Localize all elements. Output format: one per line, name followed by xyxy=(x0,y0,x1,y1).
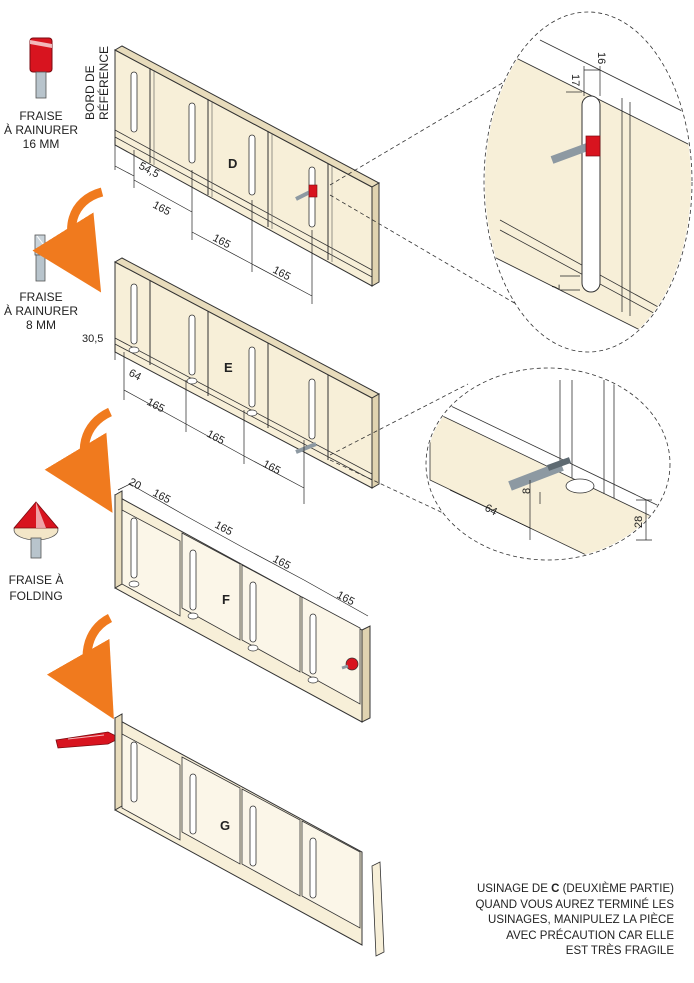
detail-top xyxy=(483,11,693,353)
panel-d xyxy=(113,45,381,287)
caption-line-2: QUAND VOUS AUREZ TERMINÉ LES xyxy=(475,898,674,911)
flow-arrow-1 xyxy=(32,187,104,293)
panel-d-letter: D xyxy=(228,156,237,171)
detail-bottom-dim-3: 28 xyxy=(633,516,645,528)
straight-router-bit-16mm-icon xyxy=(29,37,53,99)
tool-1-label-line-3: 16 MM xyxy=(23,137,60,151)
panel-d-dim-2: 165 xyxy=(151,199,173,218)
caption-line-5: EST TRÈS FRAGILE xyxy=(565,945,674,957)
panel-f-dim-4: 165 xyxy=(271,553,293,572)
panel-e-dim-3: 165 xyxy=(145,396,167,415)
panel-g xyxy=(114,713,385,957)
panel-d-dimensions xyxy=(114,140,313,304)
panel-f-dim-2: 165 xyxy=(151,487,173,506)
caption-line-1-prefix: USINAGE DE xyxy=(476,883,552,895)
caption-line-4: AVEC PRÉCAUTION CAR ELLE xyxy=(506,929,674,942)
caption-line-1-bold: C xyxy=(551,883,560,895)
detail-bottom xyxy=(425,367,671,561)
detail-top-dim-1: 16 xyxy=(595,52,607,64)
tool-2-label-line-1: FRAISE xyxy=(19,290,62,304)
detail-top-dim-2: 17 xyxy=(569,74,581,86)
caption-line-1-suffix: (DEUXIÈME PARTIE) xyxy=(559,883,674,895)
panel-d-dim-4: 165 xyxy=(271,264,293,283)
panel-e-dimensions xyxy=(114,345,305,504)
tool-1-label-line-2: À RAINURER xyxy=(4,122,78,137)
straight-router-bit-8mm-icon xyxy=(34,234,46,282)
leader-bottom-detail xyxy=(329,383,469,521)
tool-1-label-line-1: FRAISE xyxy=(19,109,62,123)
flow-arrow-2 xyxy=(44,407,113,513)
caption: USINAGE DE C (DEUXIÈME PARTIE) QUAND VOU… xyxy=(414,882,674,960)
panel-g-letter: G xyxy=(220,818,230,833)
panel-d-dim-3: 165 xyxy=(211,232,233,251)
detail-top-dim-3: 7 xyxy=(549,284,561,290)
tool-2-label-line-2: À RAINURER xyxy=(4,303,78,318)
reference-edge-line-2: RÉFÉRENCE xyxy=(96,46,111,120)
panel-f-dimensions xyxy=(117,483,369,617)
detail-bottom-dim-2: 8 xyxy=(521,488,533,494)
panel-e-dim-2: 64 xyxy=(127,367,143,383)
panel-e xyxy=(113,257,381,489)
reference-edge-line-1: BORD DE xyxy=(83,65,97,120)
detail-bottom-dim-1: 64 xyxy=(483,502,499,518)
panel-e-dim-1: 30,5 xyxy=(82,333,103,345)
caption-line-1: USINAGE DE C (DEUXIÈME PARTIE) xyxy=(414,882,674,898)
panel-f xyxy=(114,490,371,723)
tool-2-label-line-3: 8 MM xyxy=(26,318,56,332)
panel-f-dim-3: 165 xyxy=(213,519,235,538)
panel-e-letter: E xyxy=(224,360,233,375)
tool-3-label-line-1: FRAISE À xyxy=(9,572,64,587)
flow-arrow-3 xyxy=(46,613,114,720)
tool-3-label-line-2: FOLDING xyxy=(9,589,62,603)
panel-f-dim-1: 20 xyxy=(127,476,143,492)
panel-f-letter: F xyxy=(222,592,230,607)
panel-f-dim-5: 165 xyxy=(335,589,357,608)
caption-line-3: USINAGES, MANIPULEZ LA PIÈCE xyxy=(488,914,674,926)
folding-router-bit-icon xyxy=(13,501,59,559)
